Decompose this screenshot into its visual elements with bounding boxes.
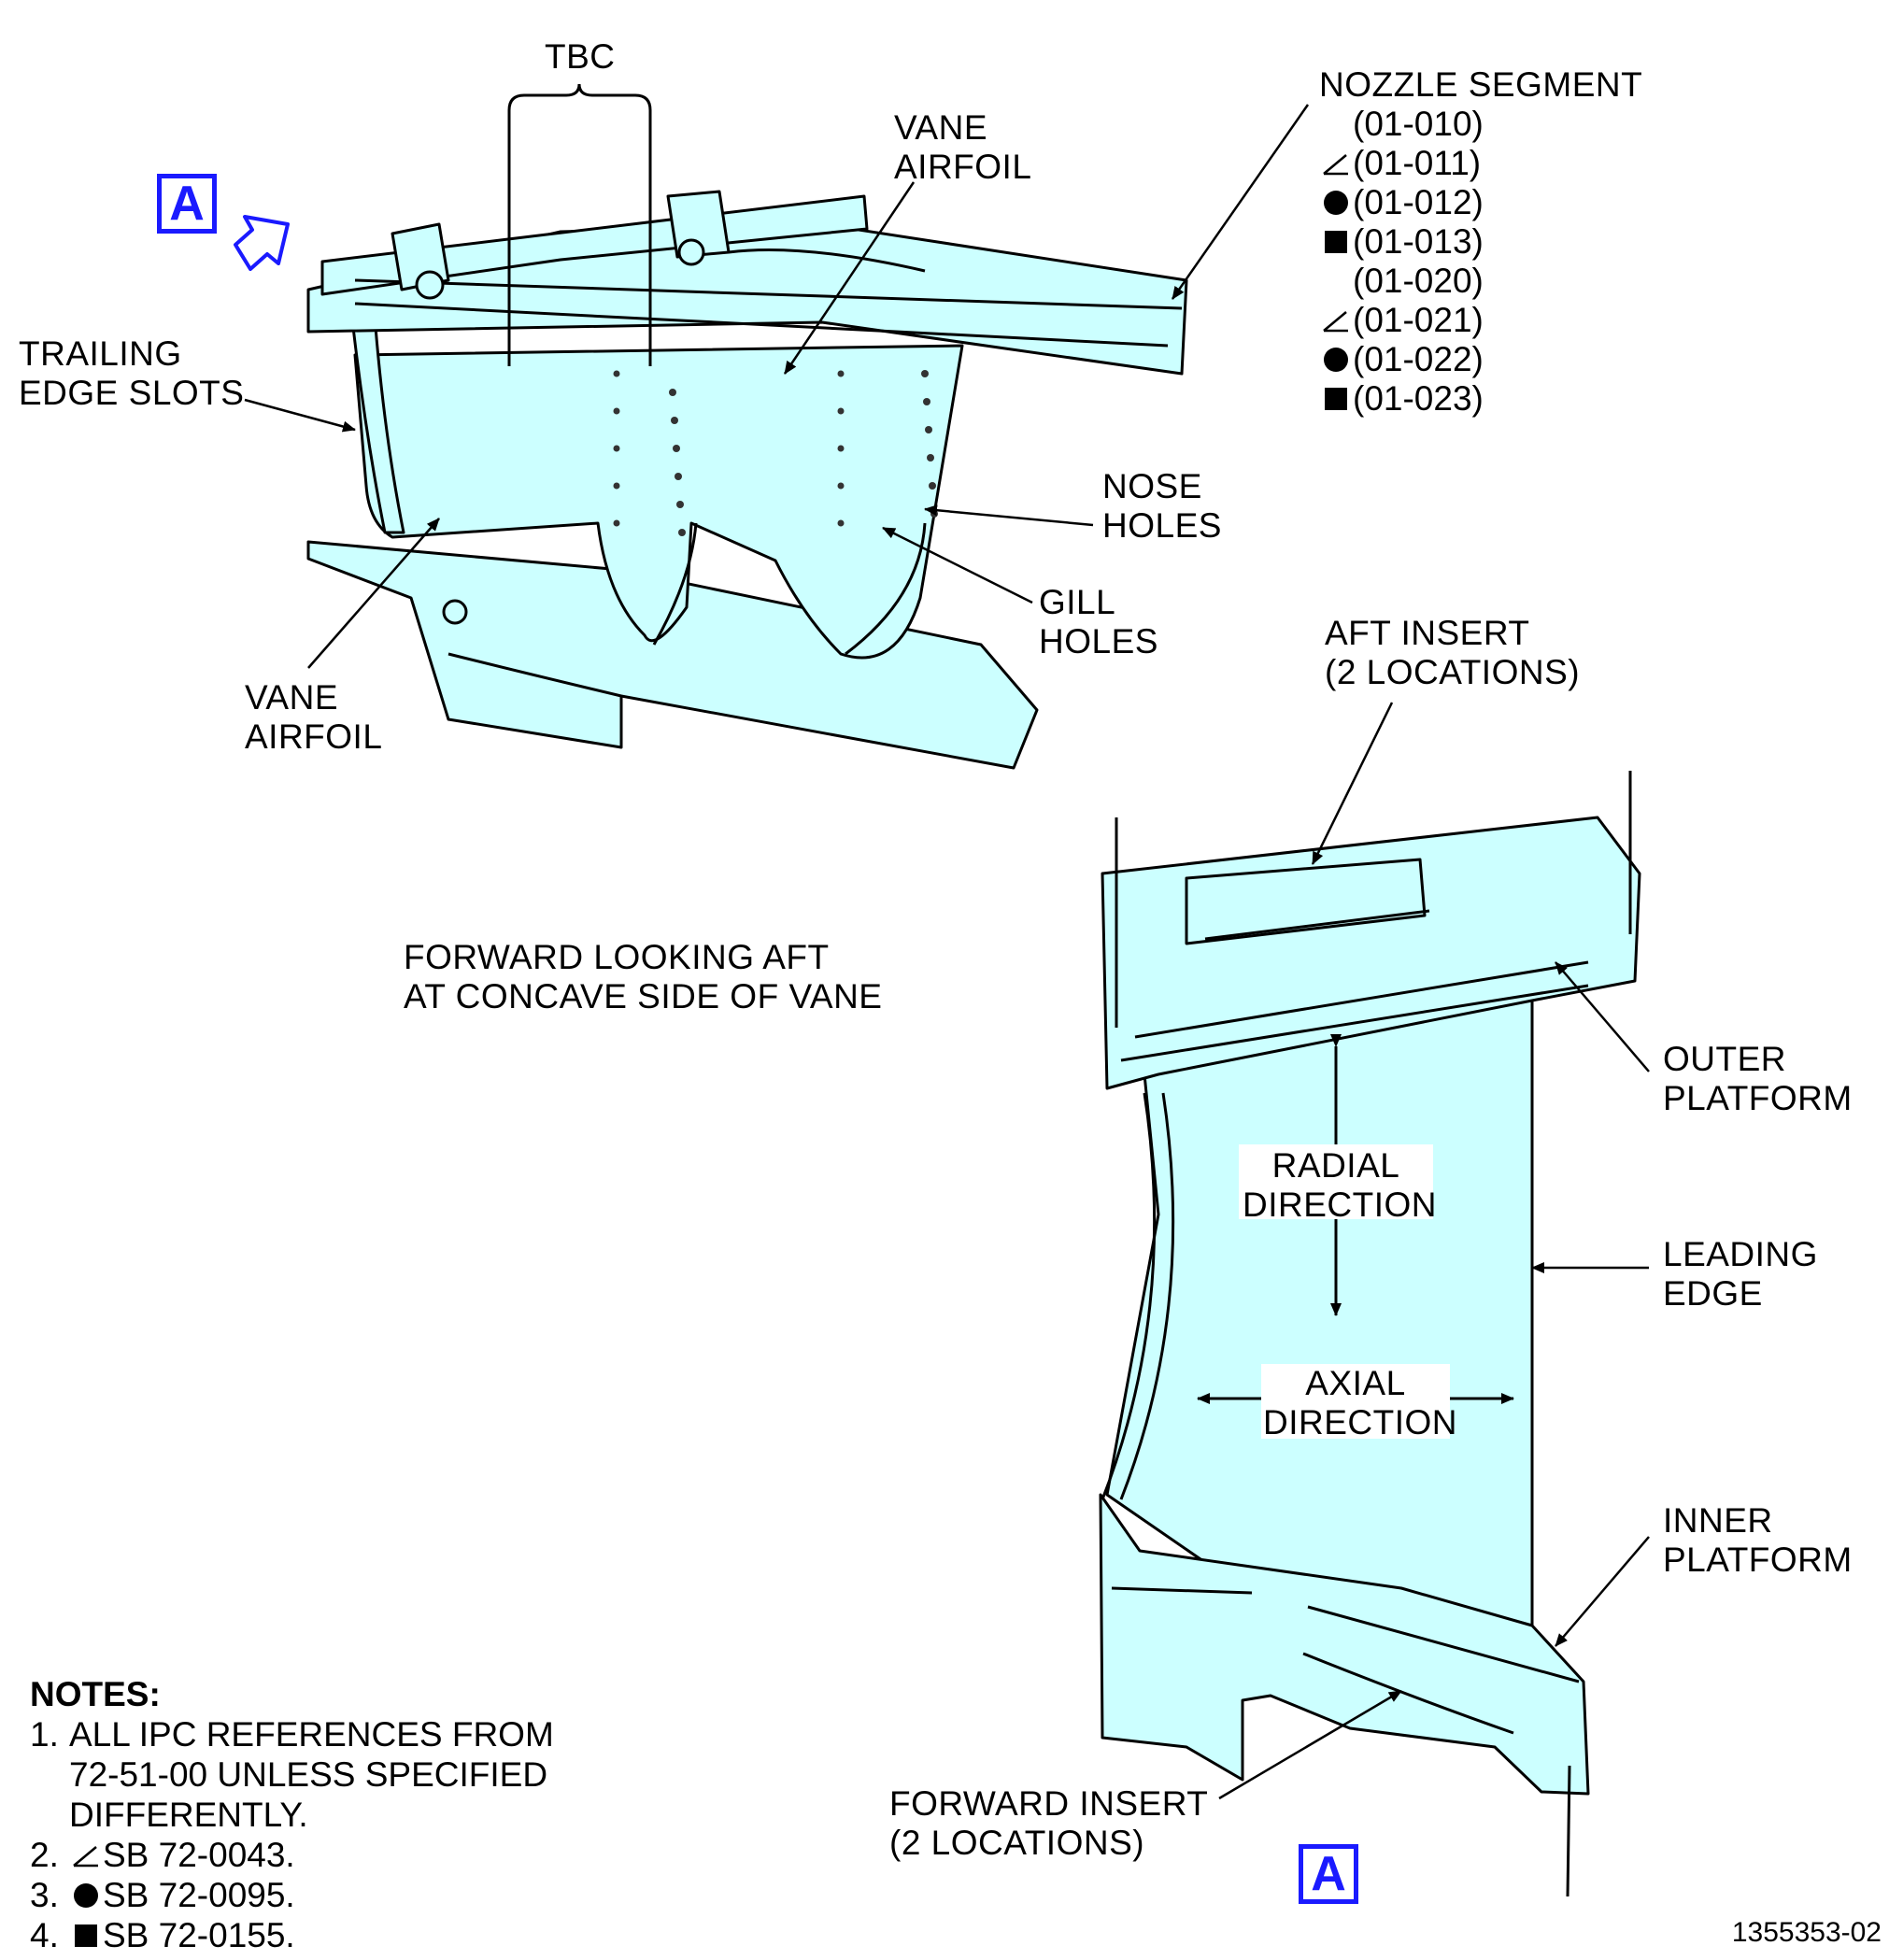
nozzle-segment-title: NOZZLE SEGMENT xyxy=(1319,65,1643,104)
drawing-number: 1355353-02 xyxy=(1731,1917,1882,1948)
nozzle-segment-ref: (01-011) xyxy=(1353,144,1482,182)
view-direction-arrow xyxy=(234,215,290,271)
nozzle-segment-ref-row: (01-012) xyxy=(1319,183,1642,222)
square-symbol-icon xyxy=(1319,231,1353,253)
label-tbc: TBC xyxy=(545,37,616,76)
nozzle-segment-ref: (01-013) xyxy=(1353,222,1484,261)
leader-outer-platform xyxy=(1555,961,1650,1072)
nozzle-segment-ref-row: (01-013) xyxy=(1319,222,1642,262)
view-a-detail xyxy=(1099,771,1641,1897)
circle-symbol-icon xyxy=(69,1875,103,1915)
direction-arrows xyxy=(1197,1034,1514,1404)
nozzle-segment-ref-row: (01-010) xyxy=(1319,105,1642,144)
triangle-symbol-icon xyxy=(1319,151,1353,176)
nozzle-segment-ref-row: (01-021) xyxy=(1319,301,1642,340)
vane-airfoil-iso xyxy=(353,344,964,660)
square-symbol-icon xyxy=(69,1915,103,1955)
leader-nose-holes xyxy=(924,504,1094,527)
label-aft-insert: AFT INSERT(2 LOCATIONS) xyxy=(1325,614,1581,691)
leader-trailing-edge-slots xyxy=(244,398,356,433)
leader-inner-platform xyxy=(1555,1536,1650,1647)
note-number: 2. xyxy=(30,1836,59,1874)
leader-lines xyxy=(244,84,1650,1800)
circle-symbol-icon xyxy=(1319,348,1353,372)
nozzle-segment-ref-row: (01-011) xyxy=(1319,144,1642,183)
nozzle-segment-ref: (01-022) xyxy=(1353,340,1484,378)
nozzle-segment-ref: (01-021) xyxy=(1353,301,1484,339)
note-text: SB 72-0043. xyxy=(103,1836,295,1874)
vane-airfoil-view-a xyxy=(1105,979,1534,1627)
leader-nozzle-segment xyxy=(1171,104,1310,300)
note-item: 2. SB 72-0043. xyxy=(30,1835,554,1875)
note-number: 4. xyxy=(30,1916,59,1954)
nozzle-segment-ref-row: (01-022) xyxy=(1319,340,1642,379)
nozzle-segment-ref-row: (01-020) xyxy=(1319,262,1642,301)
note-text: ALL IPC REFERENCES FROM 72-51-00 UNLESS … xyxy=(69,1715,554,1834)
note-text: SB 72-0095. xyxy=(103,1876,295,1914)
note-text: SB 72-0155. xyxy=(103,1916,295,1954)
nozzle-segment-ref: (01-010) xyxy=(1353,105,1484,143)
label-forward-insert: FORWARD INSERT(2 LOCATIONS) xyxy=(889,1784,1209,1862)
note-item: 1. ALL IPC REFERENCES FROM 72-51-00 UNLES… xyxy=(30,1714,554,1835)
nozzle-segment-ref: (01-020) xyxy=(1353,262,1484,300)
notes-header: NOTES: xyxy=(30,1675,161,1713)
note-number: 1. xyxy=(30,1715,59,1754)
nozzle-segment-ref: (01-012) xyxy=(1353,183,1484,221)
triangle-symbol-icon xyxy=(1319,308,1353,333)
nozzle-segment-isometric xyxy=(306,190,1188,770)
view-tag-a-bottom: A xyxy=(1299,1844,1358,1904)
circle-symbol-icon xyxy=(1319,191,1353,215)
note-number: 3. xyxy=(30,1876,59,1914)
note-item: 3. SB 72-0095. xyxy=(30,1875,554,1915)
note-item: 4. SB 72-0155. xyxy=(30,1915,554,1955)
inner-platform-view-a xyxy=(1099,1493,1590,1796)
triangle-symbol-icon xyxy=(69,1835,103,1875)
leader-forward-insert xyxy=(1218,1689,1402,1800)
leader-aft-insert xyxy=(1311,702,1394,865)
leader-vane-airfoil-bottom xyxy=(307,518,440,669)
leader-gill-holes xyxy=(882,526,1033,604)
nozzle-segment-ref-row: (01-023) xyxy=(1319,379,1642,419)
leader-vane-airfoil-top xyxy=(783,181,916,375)
notes-block: NOTES: 1. ALL IPC REFERENCES FROM 72-51-0… xyxy=(30,1674,554,1955)
square-symbol-icon xyxy=(1319,388,1353,410)
nozzle-segment-references: NOZZLE SEGMENT (01-010)(01-011)(01-012)(… xyxy=(1319,65,1642,419)
view-tag-a-top: A xyxy=(157,174,217,234)
nozzle-segment-ref: (01-023) xyxy=(1353,379,1484,418)
